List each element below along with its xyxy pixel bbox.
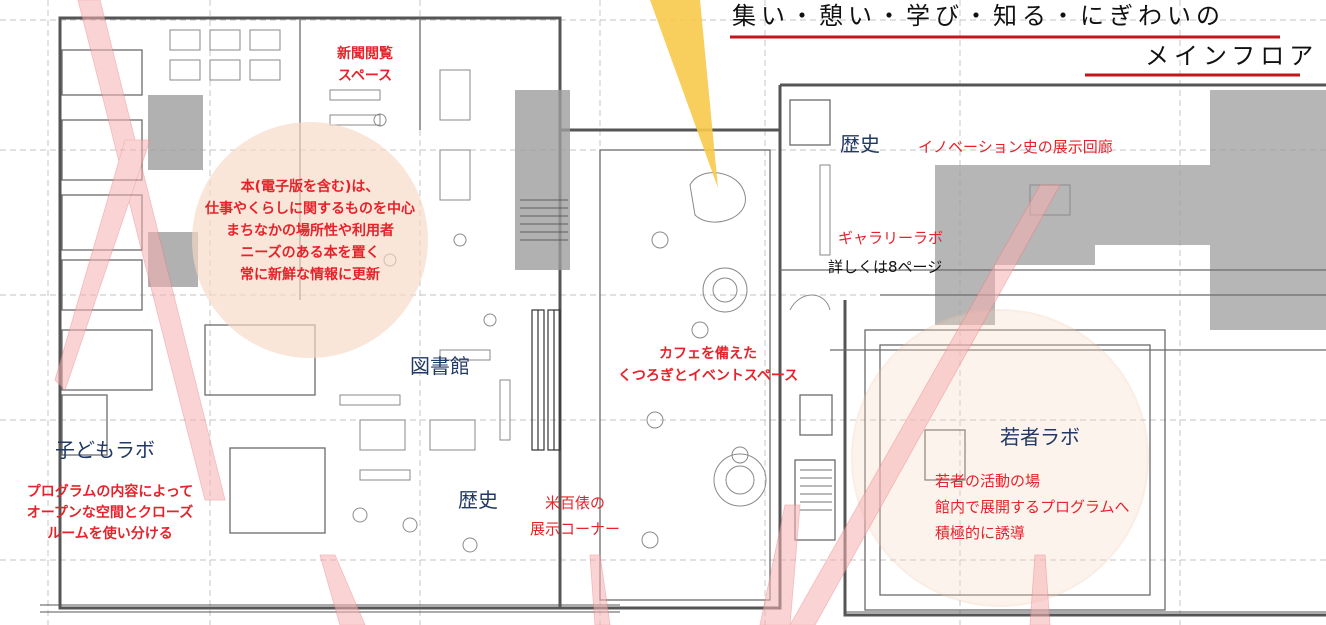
youth-lab-zone-highlight xyxy=(851,309,1149,607)
library-label: 図書館 xyxy=(410,354,470,378)
youth-lab-title: 若者ラボ xyxy=(1000,425,1080,449)
furniture-shelves xyxy=(169,29,1071,481)
kids-lab-description: プログラムの内容によって オープンな空間とクローズ ルームを使い分ける xyxy=(0,482,220,545)
youth-lab-line: 若者の活動の場 xyxy=(935,472,1041,490)
cafe-event-space-label: カフェを備えた くつろぎとイベントスペース xyxy=(617,346,799,384)
page-title-line2: メインフロア xyxy=(1145,42,1319,70)
books-line: ニーズのある本を置く xyxy=(240,245,380,261)
innovation-corridor-label: イノベーション史の展示回廊 xyxy=(918,138,1113,156)
books-line: 常に新鮮な情報に更新 xyxy=(240,267,380,283)
see-page-note: 詳しくは8ページ xyxy=(828,258,943,276)
books-line: 本(電子版を含む)は、 xyxy=(240,179,380,195)
youth-lab-line: 館内で展開するプログラムへ xyxy=(935,498,1130,516)
stairs xyxy=(520,199,832,511)
page-title-line1: 集い・憩い・学び・知る・にぎわいの xyxy=(732,2,1225,30)
kids-lab-title: 子どもラボ xyxy=(55,438,155,462)
bottom-perimeter xyxy=(40,604,1326,613)
youth-lab-description: 若者の活動の場 館内で展開するプログラムへ 積極的に誘導 xyxy=(935,468,1130,546)
newspaper-space-label: 新聞閲覧 スペース xyxy=(337,46,393,84)
books-line: 仕事やくらしに関するものを中心 xyxy=(205,201,415,217)
escalators xyxy=(531,309,561,451)
youth-lab-line: 積極的に誘導 xyxy=(935,524,1026,542)
spotlight-beam xyxy=(650,0,718,188)
gallery-lab-label: ギャラリーラボ xyxy=(838,229,944,247)
books-zone-highlight xyxy=(192,122,428,358)
furniture-tables xyxy=(352,113,831,553)
kids-lab-line: ルームを使い分ける xyxy=(47,526,173,542)
kids-lab-line: プログラムの内容によって xyxy=(26,484,194,500)
books-line: まちなかの場所性や利用者 xyxy=(226,223,394,239)
history-label-left: 歴史 xyxy=(458,488,498,512)
rice-bale-corner-label: 米百俵の 展示コーナー xyxy=(529,494,620,538)
history-label-right: 歴史 xyxy=(840,132,880,156)
books-description: 本(電子版を含む)は、 仕事やくらしに関するものを中心 まちなかの場所性や利用者… xyxy=(180,176,440,286)
kids-lab-line: オープンな空間とクローズ xyxy=(26,505,194,521)
sight-line-beams xyxy=(54,0,1061,625)
